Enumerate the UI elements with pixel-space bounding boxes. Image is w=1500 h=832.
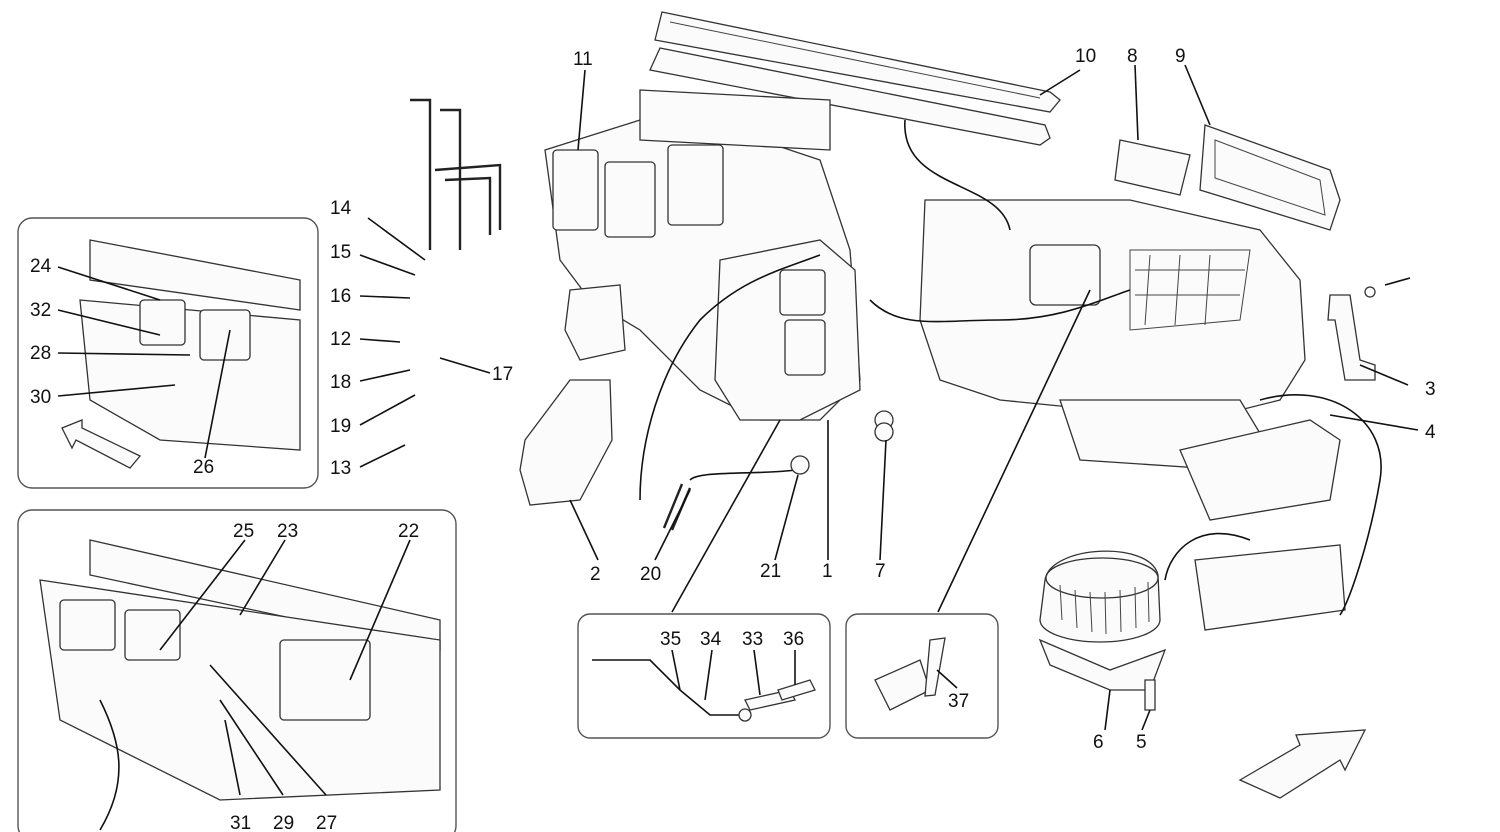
callout-37: 37 xyxy=(948,691,969,712)
callout-7: 7 xyxy=(875,561,886,582)
callout-31: 31 xyxy=(230,813,251,832)
callout-35: 35 xyxy=(660,629,681,650)
callout-33: 33 xyxy=(742,629,763,650)
inset-frame-bottom-left xyxy=(17,509,457,832)
callout-4: 4 xyxy=(1425,422,1436,443)
inset-frame-center-right xyxy=(845,613,999,739)
callout-28: 28 xyxy=(30,343,51,364)
callout-30: 30 xyxy=(30,387,51,408)
inset-top-left-sketch xyxy=(79,239,301,451)
callout-32: 32 xyxy=(30,300,51,321)
leader-lines xyxy=(57,64,1419,796)
callout-18: 18 xyxy=(330,372,351,393)
callout-23: 23 xyxy=(277,521,298,542)
callout-22: 22 xyxy=(398,521,419,542)
callout-29: 29 xyxy=(273,813,294,832)
callout-6: 6 xyxy=(1093,732,1104,753)
inset-bottom-left-sketch xyxy=(39,539,441,831)
callout-16: 16 xyxy=(330,286,351,307)
callout-20: 20 xyxy=(640,564,661,585)
callout-5: 5 xyxy=(1136,732,1147,753)
callout-10: 10 xyxy=(1075,46,1096,67)
main-assembly xyxy=(39,11,1411,831)
inset-frame-top-left xyxy=(17,217,319,489)
inset-center-right-sketch xyxy=(874,637,946,711)
callout-26: 26 xyxy=(193,457,214,478)
inset-frame-center-left xyxy=(577,613,831,739)
callout-12: 12 xyxy=(330,329,351,350)
direction-arrow-icon xyxy=(1238,729,1367,799)
callout-21: 21 xyxy=(760,561,781,582)
callout-2: 2 xyxy=(590,564,601,585)
callout-24: 24 xyxy=(30,256,52,277)
callout-15: 15 xyxy=(330,242,351,263)
callout-3: 3 xyxy=(1425,379,1436,400)
callout-8: 8 xyxy=(1127,46,1138,67)
callout-11: 11 xyxy=(573,49,593,70)
callout-9: 9 xyxy=(1175,46,1186,67)
callout-19: 19 xyxy=(330,416,351,437)
callout-14: 14 xyxy=(330,198,352,219)
callout-36: 36 xyxy=(783,629,804,650)
inset-center-left-sketch xyxy=(592,659,816,722)
callout-labels: 11 10 8 9 14 15 16 12 17 18 19 13 3 4 2 … xyxy=(30,46,1436,832)
callout-34: 34 xyxy=(700,629,722,650)
callout-25: 25 xyxy=(233,521,254,542)
callout-1: 1 xyxy=(822,561,833,582)
direction-arrow-icon xyxy=(61,419,142,469)
callout-13: 13 xyxy=(330,458,351,479)
callout-27: 27 xyxy=(316,813,337,832)
callout-17: 17 xyxy=(492,364,513,385)
